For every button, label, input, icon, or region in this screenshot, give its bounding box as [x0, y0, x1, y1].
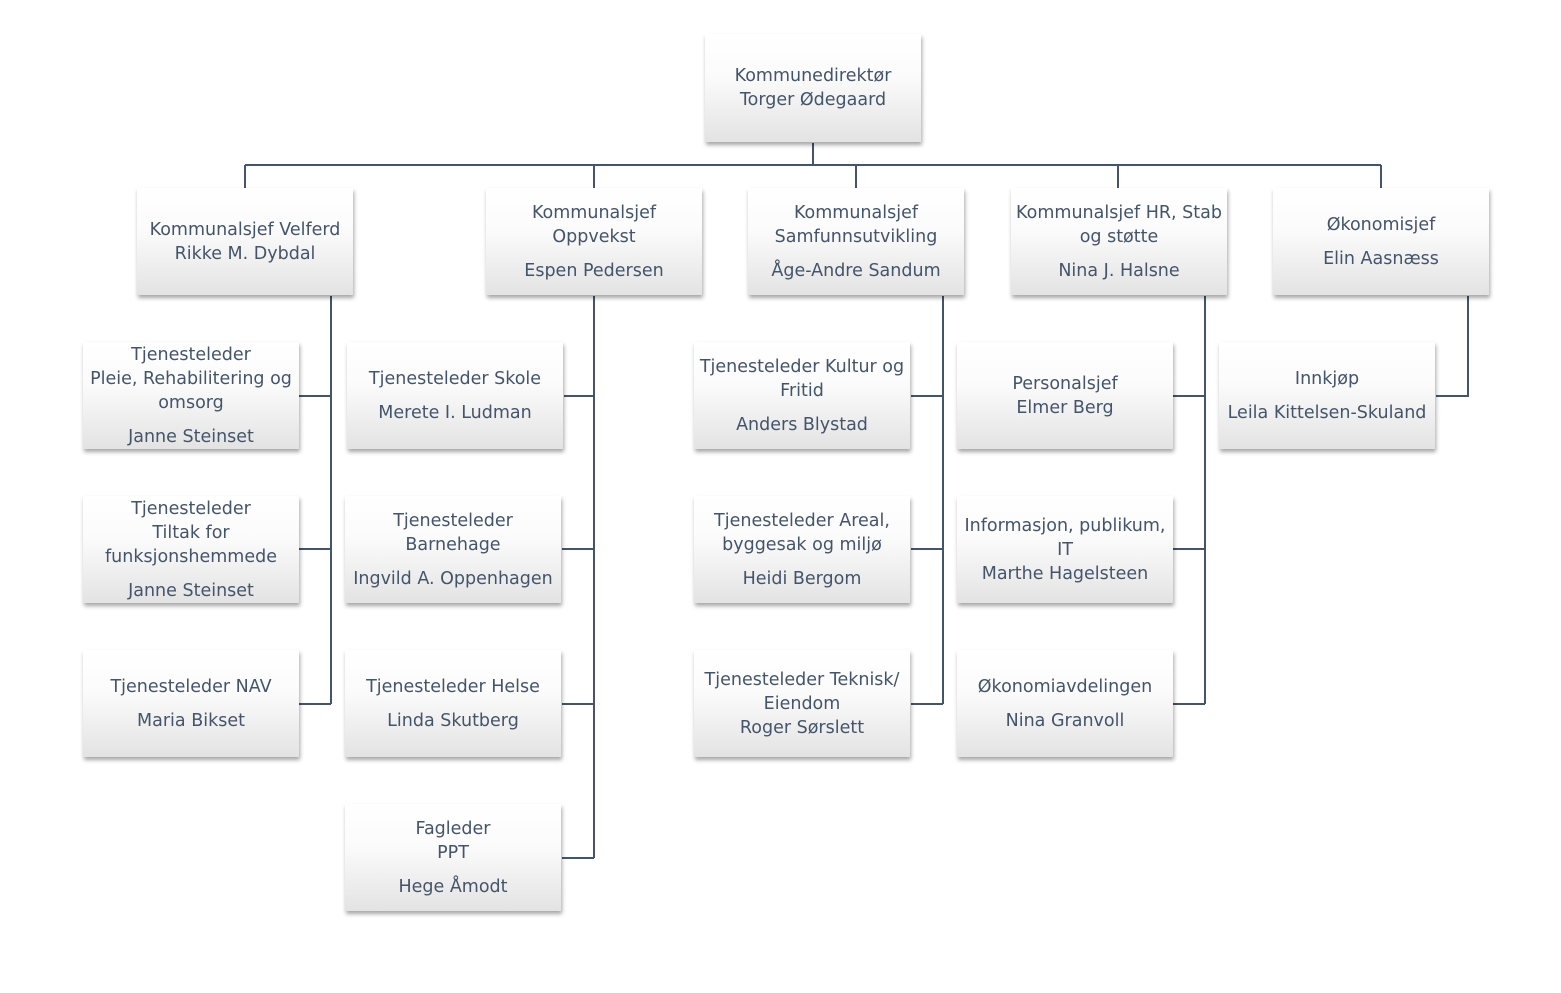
barnehage-title: Tjenesteleder Barnehage	[393, 510, 513, 555]
oppvekst-title: Kommunalsjef Oppvekst	[531, 202, 657, 247]
director-name: Torger Ødegaard	[739, 90, 887, 110]
areal-name: Heidi Bergom	[742, 568, 862, 589]
hr-name: Nina J. Halsne	[1058, 260, 1180, 281]
okonomi-title: Økonomisjef	[1326, 214, 1436, 235]
kultur-title: Tjenesteleder Kultur og Fritid	[699, 356, 905, 401]
velferd-box: Kommunalsjef Velferd Rikke M. Dybdal	[137, 188, 353, 295]
okonomi-box: Økonomisjef Elin Aasnæss	[1273, 188, 1489, 295]
pleie-name: Janne Steinset	[128, 426, 254, 447]
velferd-name: Rikke M. Dybdal	[174, 243, 316, 264]
helse-title: Tjenesteleder Helse	[366, 676, 540, 697]
tiltak-name: Janne Steinset	[128, 580, 254, 601]
samfunn-title: Kommunalsjef Samfunnsutvikling	[774, 202, 938, 247]
kultur-box: Tjenesteleder Kultur og Fritid Anders Bl…	[694, 342, 910, 449]
teknisk-box: Tjenesteleder Teknisk/ Eiendom Roger Sør…	[694, 650, 910, 757]
info-box: Informasjon, publikum, IT Marthe Hagelst…	[957, 496, 1173, 603]
teknisk-name: Roger Sørslett	[739, 717, 865, 738]
hr-box: Kommunalsjef HR, Stab og støtte Nina J. …	[1011, 188, 1227, 295]
helse-box: Tjenesteleder Helse Linda Skutberg	[345, 650, 561, 757]
personal-name: Elmer Berg	[1016, 397, 1114, 418]
nav-title: Tjenesteleder NAV	[110, 676, 272, 697]
pleie-box: Tjenesteleder Pleie, Rehabilitering og o…	[83, 342, 299, 449]
velferd-title: Kommunalsjef Velferd	[149, 219, 341, 240]
personal-title: Personalsjef	[1012, 373, 1118, 394]
oppvekst-box: Kommunalsjef Oppvekst Espen Pedersen	[486, 188, 702, 295]
personal-box: Personalsjef Elmer Berg	[957, 342, 1173, 449]
okavd-box: Økonomiavdelingen Nina Granvoll	[957, 650, 1173, 757]
connector-oppvekst-reports	[562, 296, 595, 859]
info-name: Marthe Hagelsteen	[981, 563, 1149, 584]
innkjop-box: Innkjøp Leila Kittelsen-Skuland	[1219, 342, 1435, 449]
director-box: Kommunedirektør Torger Ødegaard	[705, 34, 921, 142]
skole-box: Tjenesteleder Skole Merete I. Ludman	[347, 342, 563, 449]
teknisk-title: Tjenesteleder Teknisk/ Eiendom	[704, 669, 900, 714]
hr-title: Kommunalsjef HR, Stab og støtte	[1016, 202, 1222, 247]
areal-title: Tjenesteleder Areal, byggesak og miljø	[714, 510, 890, 555]
okavd-title: Økonomiavdelingen	[977, 676, 1153, 697]
innkjop-name: Leila Kittelsen-Skuland	[1227, 402, 1427, 423]
connector-velferd-reports	[299, 296, 332, 705]
okavd-name: Nina Granvoll	[1005, 710, 1125, 731]
nav-name: Maria Bikset	[137, 710, 245, 731]
tiltak-box: Tjenesteleder Tiltak for funksjonshemmed…	[83, 496, 299, 603]
ppt-box: Fagleder PPT Hege Åmodt	[345, 804, 561, 911]
helse-name: Linda Skutberg	[387, 710, 519, 731]
innkjop-title: Innkjøp	[1294, 368, 1360, 389]
oppvekst-name: Espen Pedersen	[524, 260, 664, 281]
connector-okonomi-reports	[1436, 296, 1469, 397]
skole-title: Tjenesteleder Skole	[368, 368, 542, 389]
nav-box: Tjenesteleder NAV Maria Bikset	[83, 650, 299, 757]
barnehage-box: Tjenesteleder Barnehage Ingvild A. Oppen…	[345, 496, 561, 603]
connector-hr-reports	[1173, 296, 1206, 705]
areal-box: Tjenesteleder Areal, byggesak og miljø H…	[694, 496, 910, 603]
okonomi-name: Elin Aasnæss	[1323, 248, 1439, 269]
kultur-name: Anders Blystad	[736, 414, 868, 435]
tiltak-title: Tjenesteleder Tiltak for funksjonshemmed…	[105, 498, 277, 567]
samfunn-name: Åge-Andre Sandum	[771, 260, 941, 281]
connector-samfunn-reports	[911, 296, 944, 705]
skole-name: Merete I. Ludman	[378, 402, 532, 423]
connector-director-to-chiefs	[244, 143, 1382, 188]
barnehage-name: Ingvild A. Oppenhagen	[353, 568, 553, 589]
pleie-title: Tjenesteleder Pleie, Rehabilitering og o…	[90, 344, 292, 413]
samfunn-box: Kommunalsjef Samfunnsutvikling Åge-Andre…	[748, 188, 964, 295]
ppt-name: Hege Åmodt	[398, 876, 508, 897]
ppt-title: Fagleder PPT	[415, 818, 491, 863]
director-title: Kommunedirektør	[734, 66, 892, 86]
info-title: Informasjon, publikum, IT	[964, 515, 1166, 560]
